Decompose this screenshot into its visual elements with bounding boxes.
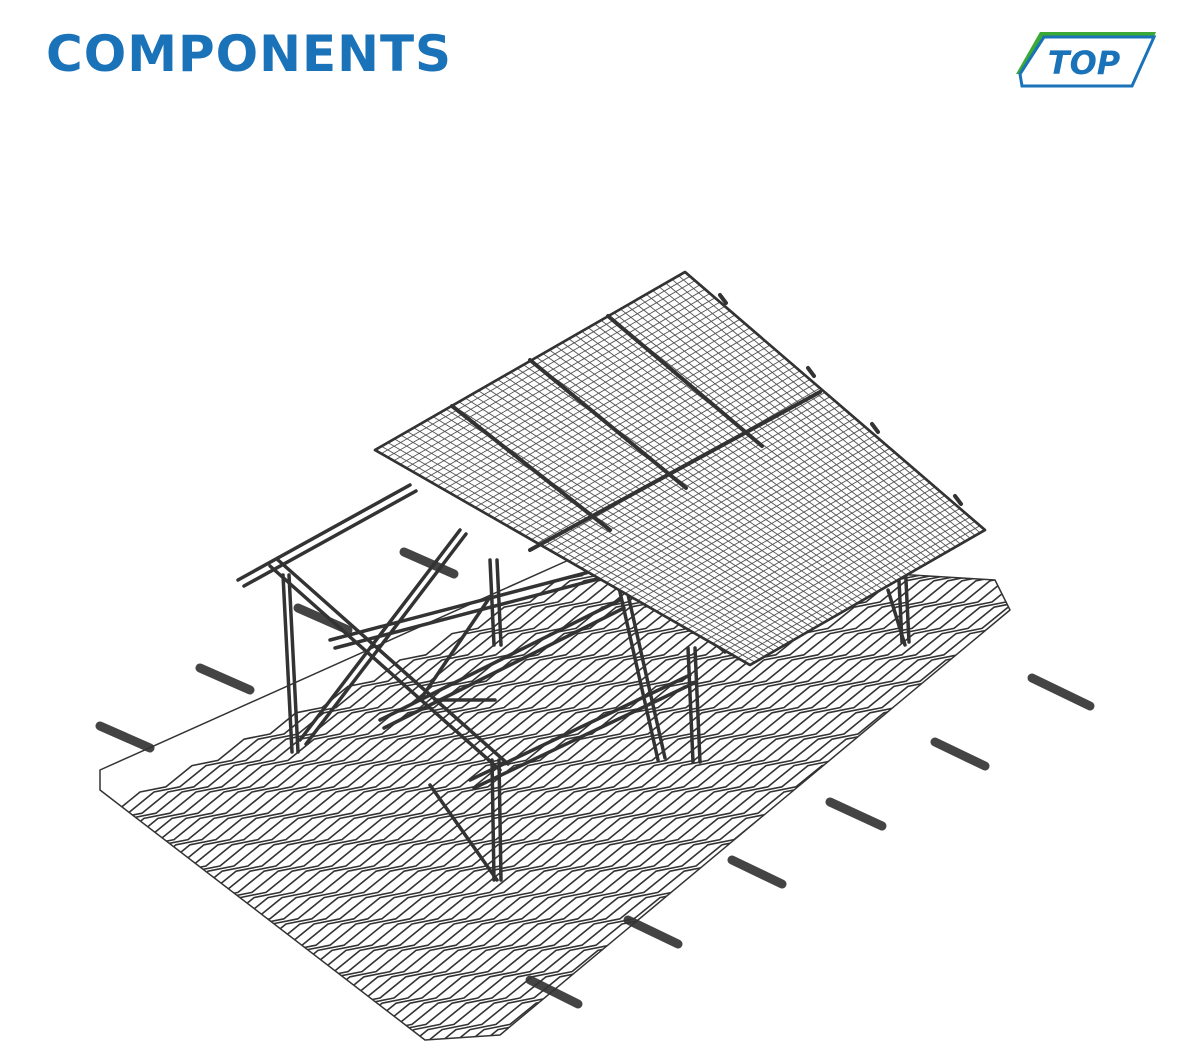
roof-corrugation-line — [221, 555, 1010, 1040]
roof-corrugation-line — [100, 555, 815, 1040]
roof-corrugation-line — [263, 555, 1010, 1040]
cell-column-line — [624, 443, 886, 594]
cell-column-line — [574, 409, 846, 566]
panel-cell-grid — [375, 272, 981, 665]
cell-column-line — [612, 434, 876, 587]
cell-column-line — [568, 404, 841, 562]
cell-column-line — [687, 486, 936, 630]
cell-column-line — [587, 417, 856, 573]
cell-column-line — [662, 469, 916, 616]
cell-column-line — [599, 426, 866, 580]
cell-column-line — [630, 447, 891, 598]
cell-column-line — [562, 400, 836, 558]
cell-column-line — [480, 344, 771, 512]
cell-column-line — [649, 460, 906, 609]
cell-column-line — [512, 366, 796, 530]
roof-corrugation-line — [100, 555, 745, 1040]
roof-corrugation-line — [100, 555, 829, 1040]
cell-column-line — [412, 297, 716, 472]
cell-column-line — [693, 490, 941, 634]
roof-corrugation-line — [193, 555, 1010, 1040]
cell-column-line — [530, 379, 811, 541]
cell-column-line — [518, 370, 801, 533]
roof-corrugation-line — [100, 555, 689, 1040]
roof-corrugation-line — [865, 555, 1010, 1040]
roof-corrugation-line — [795, 555, 1010, 1040]
cell-column-line — [718, 508, 961, 648]
cell-column-line — [487, 348, 776, 515]
brand-logo: TOP — [1016, 32, 1157, 88]
roof-outline — [99, 554, 1011, 1041]
logo-frame-outline — [1018, 35, 1157, 88]
cell-column-line — [430, 310, 731, 483]
cell-column-line — [580, 413, 851, 569]
cell-column-line — [524, 374, 806, 537]
cell-column-line — [555, 396, 831, 555]
roof-corrugation-line — [100, 555, 703, 1040]
roof-corrugation-line — [179, 555, 1010, 1040]
roof-corrugation-line — [100, 555, 787, 1040]
cell-column-line — [424, 305, 726, 480]
solar-panels — [373, 270, 987, 667]
cell-column-line — [468, 336, 761, 505]
cell-column-line — [443, 318, 741, 490]
cell-column-line — [493, 353, 781, 519]
cell-column-line — [730, 516, 971, 655]
cell-column-line — [668, 473, 921, 619]
cell-column-line — [712, 503, 956, 644]
cell-column-line — [743, 525, 981, 662]
cell-column-line — [455, 327, 751, 498]
cell-column-line — [680, 482, 931, 627]
cell-column-line — [737, 520, 976, 659]
cell-column-line — [462, 331, 756, 501]
roof-corrugation-line — [100, 555, 731, 1040]
roof-corrugation-line — [100, 555, 843, 1040]
cell-column-line — [505, 361, 791, 526]
roof-corrugation-line — [515, 555, 1010, 1040]
roof-corrugation-line — [100, 555, 759, 1040]
cell-column-line — [549, 391, 826, 551]
cell-column-line — [537, 383, 816, 544]
cell-column-line — [637, 452, 896, 601]
roof-corrugation-line — [249, 555, 1010, 1040]
cell-column-line — [418, 301, 721, 476]
cell-column-line — [724, 512, 966, 652]
cell-column-line — [499, 357, 786, 523]
cell-column-line — [474, 340, 766, 508]
logo-text: TOP — [1048, 44, 1121, 82]
cell-column-line — [699, 495, 946, 637]
cell-column-line — [437, 314, 736, 487]
roof-corrugation-line — [100, 555, 661, 1040]
cell-column-line — [643, 456, 901, 605]
roof-corrugation-line — [851, 555, 1010, 1040]
cell-column-line — [593, 422, 861, 576]
cell-column-line — [655, 465, 911, 612]
page-title: COMPONENTS — [46, 25, 453, 83]
roof-corrugation-line — [100, 555, 717, 1040]
roof-purlins — [95, 547, 1095, 1009]
roof-corrugation-line — [207, 555, 1010, 1040]
cell-column-line — [674, 477, 926, 623]
roof-corrugation-line — [235, 555, 1010, 1040]
cell-column-line — [705, 499, 951, 641]
cell-column-line — [449, 323, 746, 494]
corrugated-roof — [100, 555, 1010, 1040]
cell-column-line — [605, 430, 871, 584]
cell-column-line — [618, 439, 881, 591]
